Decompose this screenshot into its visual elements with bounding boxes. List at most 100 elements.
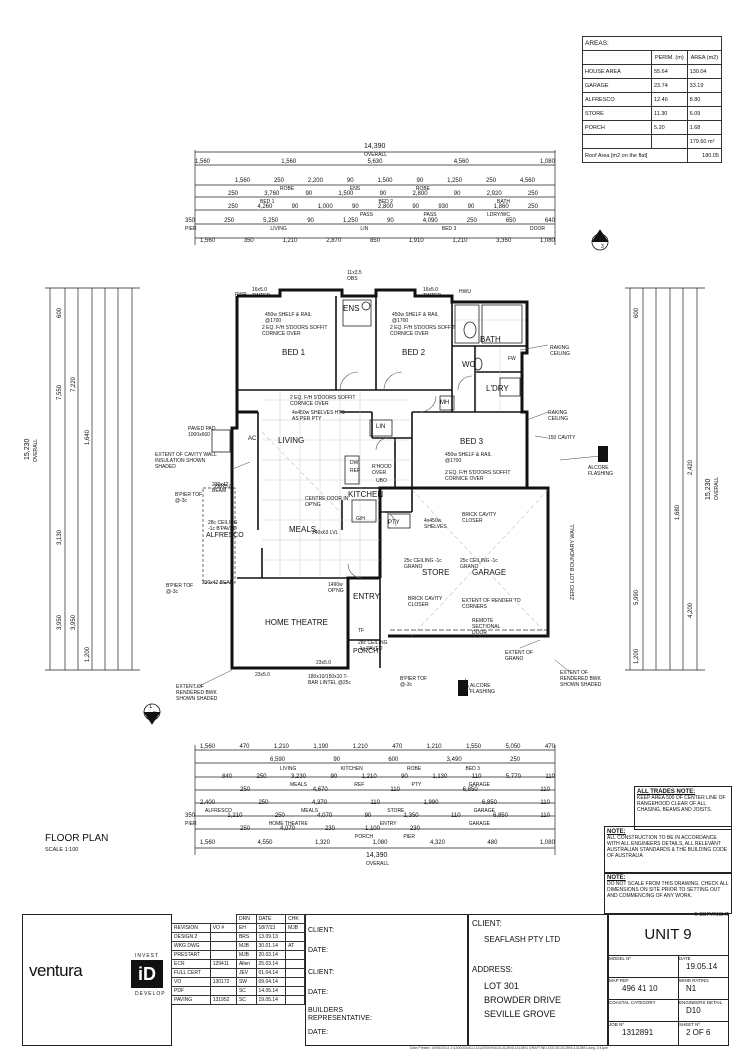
dim-label: KITCHEN xyxy=(340,766,363,772)
dim-value: 250 xyxy=(527,204,538,210)
revision-cell xyxy=(285,977,305,987)
annotation-hwu: HWU xyxy=(459,289,471,295)
scale-note-title: NOTE: xyxy=(607,875,626,881)
dim-value: 250 xyxy=(258,800,269,806)
dim-value: 110 xyxy=(540,787,550,793)
logo-develop: DEVELOP xyxy=(135,991,166,997)
revision-table: DRN DATE CHK REVISION VO # EH 18/7/13 MJ… xyxy=(171,914,305,1005)
room-label-ens: ENS xyxy=(343,304,360,313)
dim-value: 1,210 xyxy=(273,744,289,750)
floor-plan-drawing xyxy=(45,150,705,855)
dim-value: 3,760 xyxy=(264,191,280,197)
fixtures xyxy=(211,299,523,529)
dim-value: 1,640 xyxy=(85,429,91,445)
client-panel: CLIENT: SEAFLASH PTY LTD ADDRESS: LOT 30… xyxy=(467,914,609,1046)
coastal-category-cell: COASTAL CATEGORY xyxy=(608,999,679,1022)
address-line-1: LOT 301 xyxy=(484,981,519,991)
revision-cell: PRESTART xyxy=(171,950,211,960)
dim-label: GARAGE xyxy=(468,782,490,788)
left-overall-label: OVERALL xyxy=(33,438,39,462)
scale-note-text: DO NOT SCALE FROM THIS DRAWING. CHECK AL… xyxy=(607,881,729,899)
annotation-centre-door: CENTRE DOOR IN OP'NG xyxy=(305,496,349,508)
logo-invest: INVEST xyxy=(135,953,160,959)
footer-file-path: Date Printed: 19/05/2014 J:\1300000\ALL\… xyxy=(410,1046,609,1050)
bottom-dim-row-2: 6,590 90 600 3,490 250 xyxy=(270,757,520,764)
dim-value: 4,260 xyxy=(257,204,273,210)
door-swings xyxy=(339,371,473,579)
unit-title: UNIT 9 xyxy=(608,915,728,956)
revision-cell: 25.03.14 xyxy=(255,959,287,969)
bottom-dim-row-3: 840 250 3,230 90 1,210 90 1,130 110 5,77… xyxy=(222,774,555,781)
annotation-bed3-shelf: 450w SHELF & RAIL @1700 xyxy=(445,452,492,464)
engineers-detail-value: D10 xyxy=(686,1006,701,1015)
revision-cell: MJB xyxy=(235,950,257,960)
revision-cell: 20.03.14 xyxy=(255,950,287,960)
dim-label: PTY xyxy=(411,782,422,788)
dim-value: 90 xyxy=(416,178,424,184)
annotation-ubo: UBO xyxy=(376,478,387,484)
bottom-dim-row-7: 250 4,070 230 1,100 230 xyxy=(240,826,420,833)
dim-value: 1,210 xyxy=(361,774,377,780)
annotation-bed2-doors: 2 EQ. F/H S'DOORS SOFFIT CORNICE OVER xyxy=(390,325,456,337)
annotation-tf: TF xyxy=(358,628,365,634)
dim-value: 4,320 xyxy=(429,840,445,846)
dim-value: 1,210 xyxy=(426,744,442,750)
revision-cell: PAVING xyxy=(171,995,211,1005)
dim-value: 480 xyxy=(487,840,498,846)
dim-value: 90 xyxy=(453,191,461,197)
signoff-builders: BUILDERS REPRESENTATIVE: xyxy=(308,1007,372,1022)
dim-value: 1,560 xyxy=(200,744,216,750)
section-marker-top-number: 4 xyxy=(597,237,601,243)
room-label-wc: WC xyxy=(462,360,476,369)
room-label-kitchen: KITCHEN xyxy=(348,490,384,499)
top-dim-row-5-labels: PIER LIVING LIN BED 3 DOOR xyxy=(185,226,545,233)
dim-label: BATH xyxy=(497,199,510,205)
floor-tile-grid xyxy=(262,319,525,576)
top-dim-row-4-labels: PASS PASS LDRY/WC xyxy=(360,212,510,219)
top-dim-row-4: 250 4,260 90 1,000 90 2,800 90 930 90 1,… xyxy=(228,204,538,211)
annotation-sill-1: 230x5.0 xyxy=(214,484,232,490)
dim-value: 250 xyxy=(228,204,239,210)
room-label-porch: PORCH xyxy=(353,648,379,655)
bottom-dim-row-5-labels: ALFRESCO MEALS STORE GARAGE xyxy=(205,808,495,815)
job-number-cell: JOB Nº 1312891 xyxy=(608,1021,679,1045)
section-marker-bottom-sheet: 2 xyxy=(153,711,156,717)
dim-value: 90 xyxy=(351,204,359,210)
revision-header: CHK xyxy=(285,914,305,924)
annotation-zero-lot: ZERO LOT BOUNDARY WALL xyxy=(570,523,576,600)
map-ref-value: 496 41 10 xyxy=(622,984,658,993)
dim-label: PIER xyxy=(185,226,197,232)
internal-walls xyxy=(237,296,527,668)
dim-value: 930 xyxy=(438,204,449,210)
annotation-remote-door: REMOTE SECTIONAL DOOR xyxy=(472,618,501,636)
dim-value: 840 xyxy=(222,774,233,780)
top-dim-row-2-labels: ROBE ENS ROBE xyxy=(280,186,430,193)
annotation-extent-rendered-1: EXTENT OF RENDERED BWK SHOWN SHADED xyxy=(560,670,602,688)
annotation-sill-2: 23x5.0 xyxy=(255,672,271,678)
dim-value: 110 xyxy=(471,774,482,780)
dim-value: 90 xyxy=(330,774,338,780)
revision-cell: PDF xyxy=(171,986,211,996)
annotation-raking-ceiling-1: RAKING CEILING xyxy=(550,345,571,357)
dim-value: 90 xyxy=(333,757,341,763)
annotation-ref: REF xyxy=(350,468,360,474)
dim-value: 250 xyxy=(466,218,477,224)
dim-value: 90 xyxy=(305,191,313,197)
annotation-obs: 11x3.5 OBS xyxy=(347,270,362,282)
annotation-bpier-2: B'PIER TOF @-3c xyxy=(166,583,194,595)
construction-note-text: ALL CONSTRUCTION TO BE IN ACCORDANCE WIT… xyxy=(607,835,728,859)
dim-value: 110 xyxy=(540,813,550,819)
dim-label: ROBE xyxy=(407,766,422,772)
address-label: ADDRESS: xyxy=(472,965,513,974)
annotation-bed2-shelf: 450w SHELF & RAIL @1700 xyxy=(392,312,439,324)
dim-value: 4,560 xyxy=(519,178,535,184)
dim-label: ROBE xyxy=(280,186,295,192)
dim-value: 1,560 xyxy=(195,159,211,165)
sheet-number-label: SHEET Nº xyxy=(679,1022,701,1027)
annotation-tinted-2: 16x5.0 TINTED xyxy=(423,287,442,299)
annotation-sill-3: 23x5.0 xyxy=(316,660,332,666)
annotation-paved-pad: PAVED PAD 1000x660 xyxy=(188,426,216,438)
revision-cell: 14.05.14 xyxy=(255,986,287,996)
annotation-cavity: 150 CAVITY xyxy=(548,435,576,441)
